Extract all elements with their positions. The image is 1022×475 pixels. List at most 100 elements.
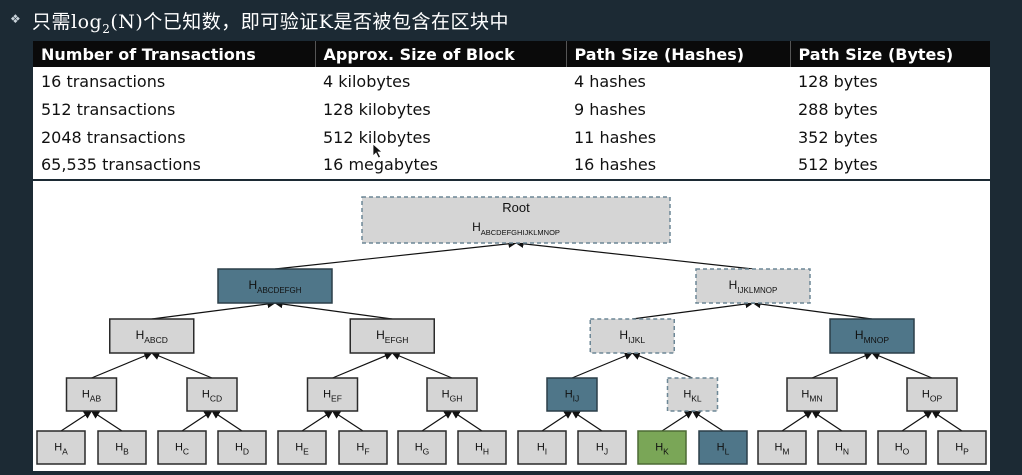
node-box: [829, 318, 915, 354]
node-box: [397, 430, 447, 465]
node-hash-label: HAB: [82, 389, 102, 404]
merkle-node-op: HOP: [906, 377, 958, 412]
table-cell: 288 bytes: [798, 99, 878, 119]
node-hash-label: HF: [356, 442, 369, 457]
node-box: [637, 430, 687, 465]
node-box: [36, 430, 86, 465]
table-cell: 512 kilobytes: [323, 127, 431, 147]
node-hash-label: HH: [475, 442, 489, 457]
tree-edge-arrow: [631, 352, 693, 379]
node-hash-label: HOP: [922, 389, 943, 404]
merkle-node-abcd: HABCD: [109, 318, 195, 354]
node-box: [937, 430, 987, 465]
merkle-node-p: HP: [937, 430, 987, 465]
merkle-node-mn: HMN: [786, 377, 838, 412]
tree-edge-arrow: [151, 299, 276, 320]
table-cell: 4 kilobytes: [323, 71, 411, 91]
node-box: [157, 430, 207, 465]
merkle-node-b: HB: [97, 430, 147, 465]
node-hash-label: HD: [235, 442, 249, 457]
node-box: [109, 318, 195, 354]
merkle-node-i: HI: [517, 430, 567, 465]
tree-edge-arrow: [515, 239, 754, 270]
merkle-node-m: HM: [757, 430, 807, 465]
node-box: [666, 377, 719, 412]
tree-edge-arrow: [274, 299, 393, 320]
tree-edge-arrow: [781, 410, 813, 432]
merkle-node-f: HF: [338, 430, 388, 465]
heading-text: 只需log2(N)个已知数，即可验证K是否被包含在区块中: [32, 7, 509, 36]
node-box: [877, 430, 927, 465]
table-row: 16 transactions 4 kilobytes 4 hashes 128…: [33, 67, 990, 95]
tree-edge-arrow: [931, 410, 963, 432]
node-hash-label: HGH: [442, 389, 463, 404]
merkle-node-o: HO: [877, 430, 927, 465]
merkle-node-abcdefgh: HABCDEFGH: [217, 268, 333, 304]
node-box: [589, 318, 675, 354]
column-header: Approx. Size of Block: [315, 41, 567, 67]
table: Number of Transactions Approx. Size of B…: [33, 41, 990, 178]
node-box: [517, 430, 567, 465]
node-box: [186, 377, 238, 412]
node-box: [577, 430, 627, 465]
column-header: Path Size (Bytes): [790, 41, 990, 67]
merkle-node-g: HG: [397, 430, 447, 465]
node-hash-label: HEF: [323, 389, 342, 404]
node-hash-label: HP: [955, 442, 969, 457]
node-box: [361, 196, 671, 244]
table-cell: 16 hashes: [574, 155, 657, 174]
merkle-node-a: HA: [36, 430, 86, 465]
node-box: [698, 430, 748, 465]
table-cell: 128 bytes: [798, 71, 878, 91]
tree-edge-arrow: [632, 299, 754, 320]
table-cell: 4 hashes: [574, 71, 646, 91]
node-box: [349, 318, 435, 354]
tree-edge-arrow: [901, 410, 933, 432]
merkle-node-k: HK: [637, 430, 687, 465]
tree-edge-arrow: [661, 410, 694, 432]
node-box: [338, 430, 388, 465]
bullet-icon: ❖: [10, 12, 21, 26]
node-hash-label: HK: [655, 442, 669, 457]
node-box: [65, 377, 118, 412]
merkle-node-ab: HAB: [65, 377, 118, 412]
merkle-node-n: HN: [817, 430, 867, 465]
tree-edge-arrow: [332, 352, 394, 379]
column-header: Path Size (Hashes): [566, 41, 791, 67]
merkle-node-j: HJ: [577, 430, 627, 465]
node-box: [426, 377, 478, 412]
node-box: [906, 377, 958, 412]
table-cell: 11 hashes: [574, 127, 657, 147]
node-hash-label: HEFGH: [376, 328, 408, 345]
node-hash-label: HABCDEFGH: [248, 278, 301, 295]
node-box: [457, 430, 507, 465]
node-hash-label: HG: [415, 442, 430, 457]
table-row: 512 transactions 128 kilobytes 9 hashes …: [33, 95, 990, 123]
tree-edge-arrow: [541, 410, 573, 432]
node-box: [786, 377, 838, 412]
merkle-node-efgh: HEFGH: [349, 318, 435, 354]
node-box: [306, 377, 359, 412]
merkle-node-h: HH: [457, 430, 507, 465]
table-row: 2048 transactions 512 kilobytes 11 hashe…: [33, 123, 990, 151]
node-hash-label: HM: [774, 442, 789, 457]
column-header: Number of Transactions: [33, 41, 316, 67]
node-box: [217, 430, 267, 465]
table-cell: 16 transactions: [41, 71, 166, 91]
tree-edge-arrow: [752, 299, 873, 320]
merkle-node-d: HD: [217, 430, 267, 465]
node-box: [277, 430, 327, 465]
node-hash-label: HE: [295, 442, 309, 457]
tree-edge-arrow: [150, 352, 213, 379]
table-cell: 128 kilobytes: [323, 99, 431, 119]
node-hash-label: HN: [835, 442, 849, 457]
merkle-node-ijklmnop: HIJKLMNOP: [695, 268, 811, 304]
node-hash-label: HJ: [596, 442, 608, 457]
node-hash-label: HMNOP: [855, 328, 890, 345]
table-row: 65,535 transactions 16 megabytes 16 hash…: [33, 151, 990, 178]
table-cell: 352 bytes: [798, 127, 878, 147]
node-hash-label: HABCDEFGHIJKLMNOP: [472, 220, 560, 237]
